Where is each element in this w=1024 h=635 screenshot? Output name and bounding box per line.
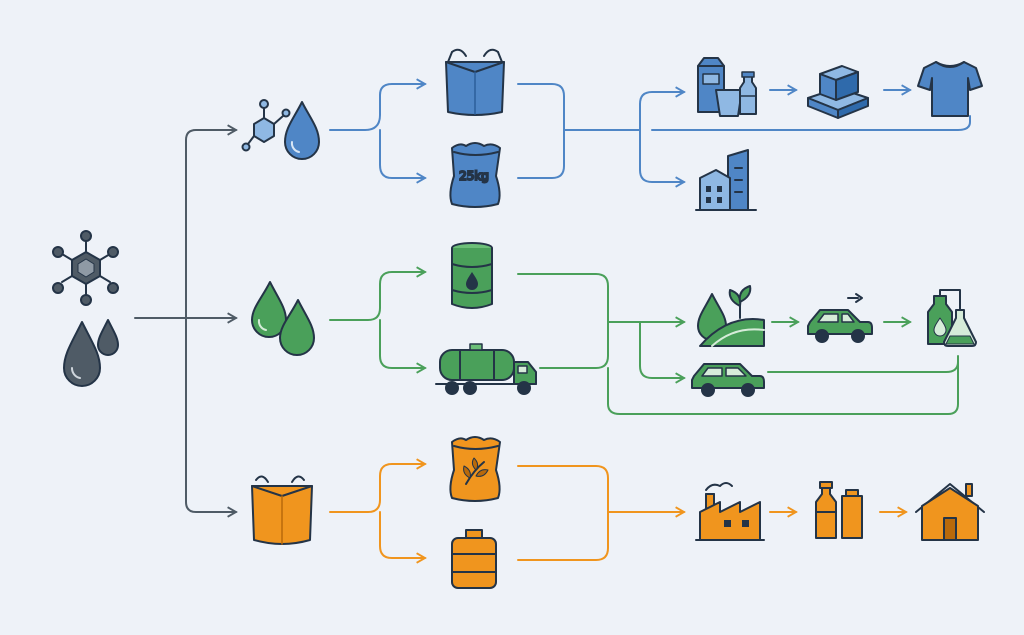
factory-icon	[695, 482, 765, 541]
blue-arrow-sack	[379, 129, 427, 184]
green-car-return	[767, 361, 959, 373]
green-arrow-car	[639, 321, 686, 384]
house-icon	[915, 483, 985, 541]
grain-sack-icon	[449, 436, 501, 502]
car-refuel-icon	[807, 293, 873, 343]
bulk-bag-icon	[445, 48, 505, 116]
blue-arrow-building	[639, 129, 686, 188]
source-arrow-blue	[185, 124, 238, 319]
packaging-icon	[697, 57, 757, 117]
blue-merge	[517, 83, 565, 179]
molecule-icon	[52, 230, 119, 306]
sack-weight-label: 25kg	[459, 169, 489, 183]
blue-arrow-bulkbag	[329, 78, 427, 131]
green-arrow-barrel	[329, 266, 427, 321]
chemical-drop-icon	[241, 99, 320, 160]
oil-barrel-icon	[451, 242, 493, 309]
source-connectors	[134, 124, 238, 518]
source-arrow-orange	[185, 317, 238, 518]
material-blocks-icon	[807, 65, 869, 119]
car-icon	[691, 363, 765, 397]
green-merge	[517, 273, 609, 369]
jerrycan-icon	[451, 529, 497, 589]
bottles-icon	[815, 481, 863, 539]
orange-arrow-grainsack	[329, 458, 427, 513]
blue-arrow-packaging	[639, 86, 686, 131]
fuel-drops-icon	[251, 281, 315, 356]
orange-arrow-jerrycan	[379, 511, 427, 564]
blue-connectors	[329, 78, 971, 188]
agriculture-icon	[697, 285, 765, 347]
orange-bulk-bag-icon	[251, 475, 313, 545]
t-shirt-icon	[917, 61, 983, 117]
green-arrow-truck	[379, 319, 427, 374]
oil-drops-icon	[63, 319, 119, 387]
orange-connectors	[329, 458, 908, 564]
green-loop-bottom	[607, 355, 959, 415]
sack-icon: 25kg	[449, 142, 501, 208]
lab-chemicals-icon	[927, 289, 977, 347]
tanker-truck-icon	[435, 343, 537, 395]
orange-merge	[517, 465, 609, 561]
green-connectors	[329, 266, 959, 415]
industrial-building-icon	[695, 149, 757, 211]
blue-return-line	[651, 115, 971, 131]
